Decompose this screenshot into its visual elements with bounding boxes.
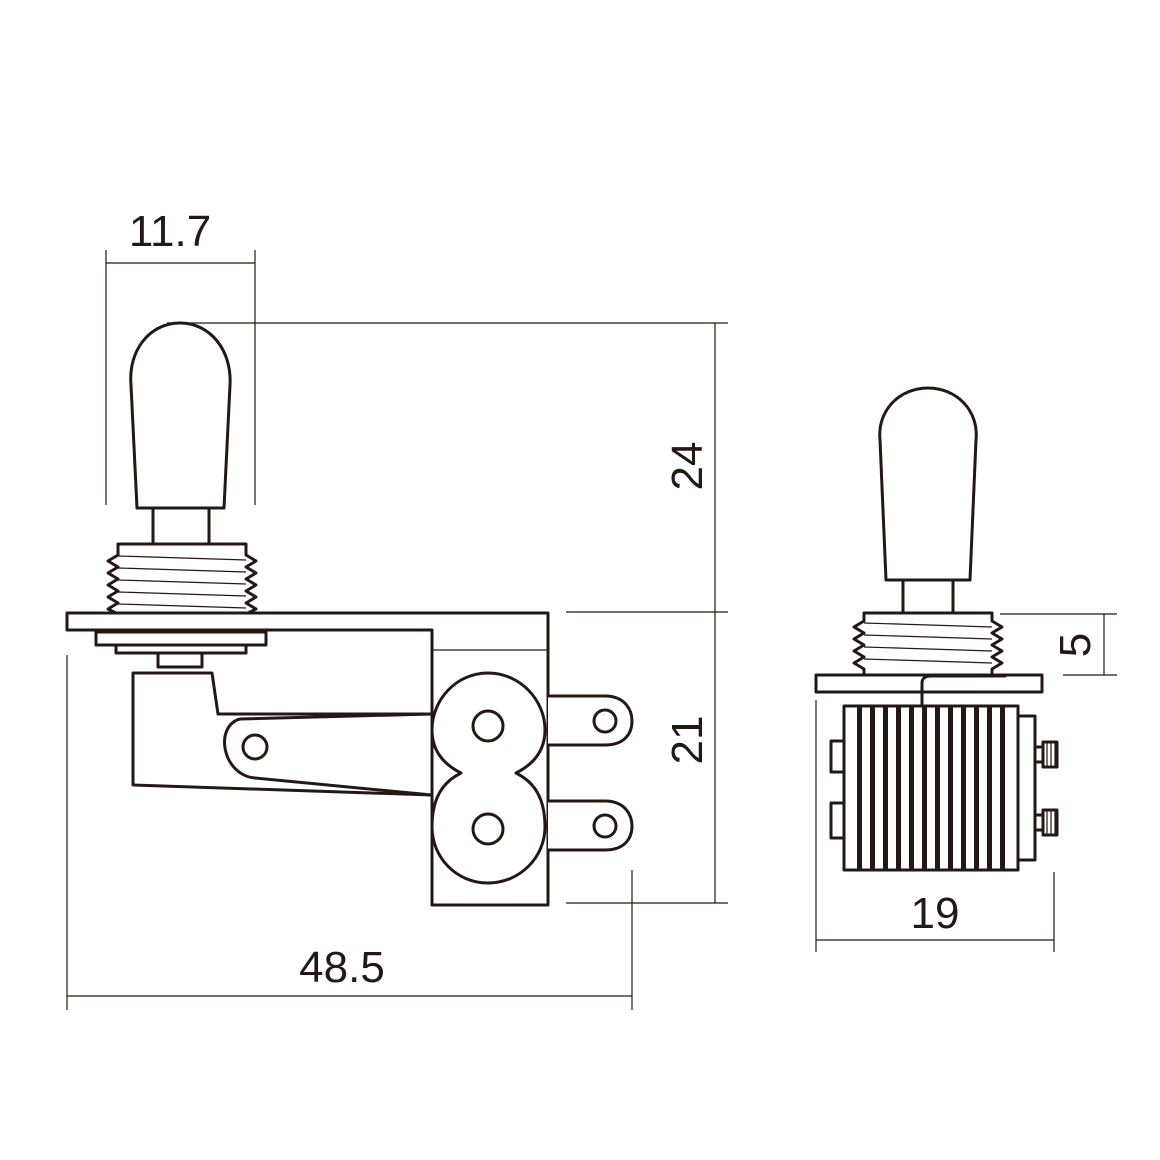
side-bushing bbox=[106, 542, 258, 616]
front-terminal-upper bbox=[1033, 740, 1059, 769]
side-shaft bbox=[151, 506, 211, 546]
dimension-bushing-height: 5 bbox=[1051, 633, 1100, 657]
dimension-body-width: 19 bbox=[911, 889, 960, 938]
side-solder-tab-lower bbox=[546, 799, 634, 852]
dimension-knob-width: 11.7 bbox=[129, 207, 211, 256]
front-view bbox=[814, 386, 1059, 872]
dimension-body-height: 21 bbox=[663, 716, 712, 765]
side-contact-hole-upper bbox=[471, 709, 505, 743]
front-terminal-lower bbox=[1033, 808, 1059, 837]
front-plate bbox=[814, 673, 1044, 694]
side-contact-block bbox=[430, 671, 547, 885]
front-shaft bbox=[901, 578, 955, 615]
side-bushing-threads bbox=[117, 555, 247, 609]
side-pivot bbox=[156, 651, 204, 669]
front-contact-block bbox=[1016, 714, 1037, 862]
dimension-total-height: 24 bbox=[663, 442, 712, 491]
side-contact-hole-lower bbox=[471, 812, 505, 846]
dimension-lines bbox=[66, 250, 1117, 1010]
side-rocker-plate bbox=[223, 712, 434, 797]
front-side-tab-upper bbox=[829, 739, 846, 774]
side-view bbox=[65, 321, 634, 907]
side-solder-tab-upper bbox=[546, 694, 634, 747]
dimension-total-length: 48.5 bbox=[299, 943, 385, 992]
side-rocker-hole bbox=[241, 733, 269, 761]
front-side-tab-lower bbox=[829, 801, 846, 840]
side-solder-hole-lower bbox=[592, 813, 618, 839]
side-nut bbox=[94, 630, 268, 647]
front-bushing-threads bbox=[863, 622, 993, 664]
side-knob bbox=[129, 321, 232, 510]
front-housing-ribs bbox=[857, 706, 1005, 870]
front-knob bbox=[878, 386, 978, 582]
side-solder-hole-upper bbox=[592, 708, 618, 734]
front-bushing bbox=[852, 611, 1004, 677]
